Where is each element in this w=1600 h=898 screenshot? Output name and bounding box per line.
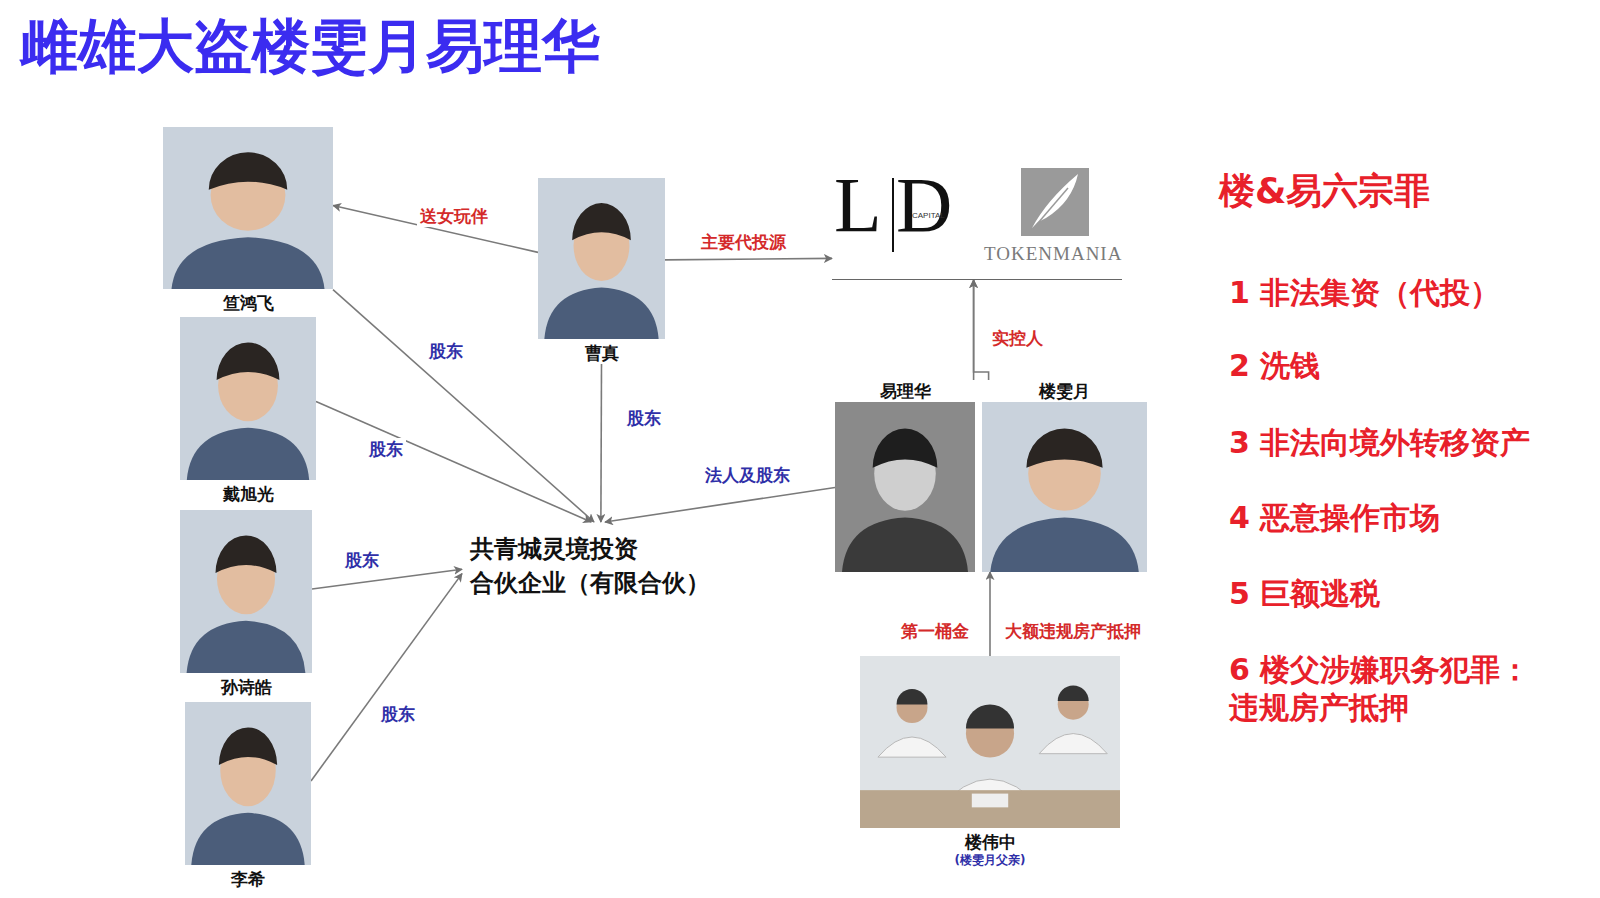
connector xyxy=(989,572,991,656)
edge-label: 送女玩伴 xyxy=(417,205,491,227)
connector xyxy=(974,280,989,380)
portrait-photo xyxy=(835,402,975,572)
list-item: 3 非法向境外转移资产 xyxy=(1229,424,1530,462)
person-name: 李希 xyxy=(231,868,265,890)
portrait-photo xyxy=(185,702,311,865)
portrait-hair xyxy=(217,342,280,380)
person-card: 楼雯月 xyxy=(982,380,1147,572)
photo-ground xyxy=(982,402,1147,572)
logo-word: CAPITAL xyxy=(912,212,945,220)
table-shape xyxy=(860,790,1120,828)
connector xyxy=(600,364,602,522)
list-item: 5 巨额逃税 xyxy=(1229,575,1380,613)
person-name: 曹真 xyxy=(585,342,619,364)
entity-name: 共青城灵境投资 合伙企业（有限合伙） xyxy=(470,532,729,600)
portrait-hair xyxy=(216,535,277,573)
portrait-photo xyxy=(180,510,312,673)
photo-ground xyxy=(538,178,665,339)
person-card: 曹真 xyxy=(538,178,665,364)
person-card: 孙诗皓 xyxy=(180,510,312,698)
edge-label: 股东 xyxy=(426,340,466,362)
logo-divider xyxy=(892,178,894,252)
person-name: 易理华 xyxy=(880,380,931,402)
photo-ground xyxy=(180,510,312,673)
person-name: 戴旭光 xyxy=(223,483,274,505)
connector xyxy=(312,569,462,589)
photo-ground xyxy=(185,702,311,865)
list-heading: 楼&易六宗罪 xyxy=(1219,168,1430,213)
feather-box xyxy=(1021,168,1089,236)
connector xyxy=(311,574,462,781)
portrait-body xyxy=(544,287,658,339)
person-name: 楼雯月 xyxy=(1039,380,1090,402)
edge-label: 法人及股东 xyxy=(702,464,793,486)
list-item: 1 非法集资（代投） xyxy=(1229,274,1500,312)
person-name: 笪鸿飞 xyxy=(223,292,274,314)
edge-label: 股东 xyxy=(342,549,382,571)
edge-label: 实控人 xyxy=(989,327,1046,349)
portrait-body xyxy=(187,621,306,673)
portrait-photo xyxy=(860,656,1120,828)
connector xyxy=(605,488,835,522)
connector xyxy=(665,258,832,259)
portrait-body xyxy=(842,518,968,572)
person-note: (楼雯月父亲) xyxy=(955,853,1026,867)
photo-ground xyxy=(180,317,316,480)
feather-icon xyxy=(1032,174,1078,228)
person-card: 笪鸿飞 xyxy=(163,127,333,314)
figure-hair xyxy=(897,689,928,704)
portrait-hair xyxy=(219,727,277,765)
person-name: 楼伟中 xyxy=(965,831,1016,853)
portrait-photo xyxy=(982,402,1147,572)
logo-letter: D xyxy=(896,166,952,244)
edge-label: 股东 xyxy=(366,438,406,460)
portrait-hair xyxy=(572,203,631,240)
figure-hair xyxy=(1058,686,1089,701)
person-card: 易理华 xyxy=(835,380,975,572)
photo-ground xyxy=(860,656,1120,828)
edge-label: 股东 xyxy=(624,407,664,429)
portrait-photo xyxy=(538,178,665,339)
entity-box: 共青城灵境投资 合伙企业（有限合伙） xyxy=(462,522,737,608)
person-card: 戴旭光 xyxy=(180,317,316,505)
person-card: 李希 xyxy=(185,702,311,890)
figure-hair xyxy=(966,705,1014,729)
portrait-hair xyxy=(1026,429,1102,468)
logo-letter: L xyxy=(834,166,882,244)
portrait-photo xyxy=(180,317,316,480)
list-item: 2 洗钱 xyxy=(1229,347,1320,385)
photo-ground xyxy=(835,402,975,572)
connector xyxy=(316,402,591,522)
edge-label: 股东 xyxy=(378,703,418,725)
portrait-photo xyxy=(163,127,333,289)
edge-note: 大额违规房产抵押 xyxy=(1002,620,1144,642)
portrait-hair xyxy=(873,429,938,468)
figure-body xyxy=(1039,734,1107,754)
portrait-body xyxy=(191,813,304,865)
logo-word: TOKENMANIA xyxy=(984,244,1122,263)
figure-body xyxy=(878,737,946,757)
portrait-hair xyxy=(209,152,288,189)
connector xyxy=(333,206,538,253)
portrait-body xyxy=(990,518,1139,572)
edge-label: 主要代投源 xyxy=(698,231,789,253)
company-logos: LDCAPITAL TOKENMANIA xyxy=(832,160,1122,280)
person-card: 楼伟中(楼雯月父亲) xyxy=(860,656,1120,867)
list-item: 4 恶意操作市场 xyxy=(1229,499,1440,537)
name-plate xyxy=(972,794,1008,808)
person-name: 孙诗皓 xyxy=(221,676,272,698)
portrait-body xyxy=(172,237,325,289)
photo-ground xyxy=(163,127,333,289)
portrait-body xyxy=(187,428,309,480)
list-item: 6 楼父涉嫌职务犯罪： 违规房产抵押 xyxy=(1229,651,1574,726)
edge-label: 第一桶金 xyxy=(898,620,972,642)
diagram-title: 雌雄大盗楼雯月易理华 xyxy=(20,8,600,86)
feather-quill xyxy=(1032,188,1068,230)
